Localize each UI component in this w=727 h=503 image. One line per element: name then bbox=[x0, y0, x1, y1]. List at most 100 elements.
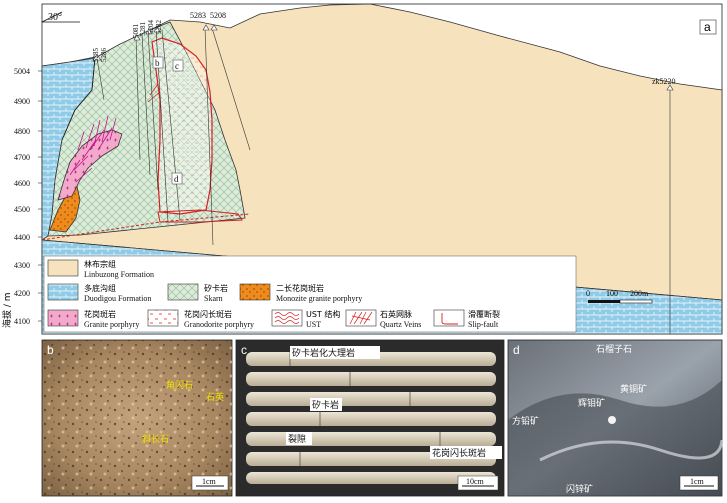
panel-b-scale: 1cm bbox=[202, 477, 217, 486]
drill-collars bbox=[92, 24, 674, 91]
panel-c-label-skarnized-marble: 矽卡岩化大理岩 bbox=[292, 347, 355, 359]
ust-icon bbox=[274, 312, 300, 324]
slip-fault-icon bbox=[441, 313, 458, 325]
panel-d-letter: d bbox=[513, 343, 520, 357]
panel-d-molybdenite-spot bbox=[608, 416, 616, 424]
y-tick-4700: 4700 bbox=[14, 153, 30, 162]
y-axis: 5004 4900 4800 4700 4600 4500 4400 4300 … bbox=[14, 67, 30, 326]
legend-slip-fault-en: Slip-fault bbox=[468, 320, 499, 329]
legend: 林布宗组 Linbuzong Formation 多底沟组 Duodigou F… bbox=[43, 255, 577, 333]
legend-granodiorite-en: Granodorite porphyry bbox=[184, 320, 254, 329]
panel-b-label-hornblende: 角闪石 bbox=[166, 379, 193, 391]
zone-c-box bbox=[172, 59, 184, 72]
legend-ust-cn: UST 结构 bbox=[306, 309, 340, 319]
panel-c-label-box-2 bbox=[310, 398, 342, 411]
legend-swatch-granodiorite bbox=[147, 309, 179, 327]
panel-d-dark-zone bbox=[508, 380, 722, 496]
ust-texture-lines bbox=[147, 83, 161, 103]
panel-d: d 石榴子石 黄铜矿 辉钼矿 方铅矿 闪锌矿 1cm bbox=[507, 339, 724, 497]
drill-holes bbox=[96, 27, 671, 334]
y-tick-4800: 4800 bbox=[14, 127, 30, 136]
legend-skarn-cn: 矽卡岩 bbox=[204, 283, 228, 293]
panel-c-label-fracture: 裂隙 bbox=[288, 433, 306, 445]
legend-granite-porphyry-en: Granite porphyry bbox=[84, 320, 139, 329]
legend-quartz-veins-en: Quartz Veins bbox=[380, 320, 421, 329]
panel-d-label-chalcopyrite: 黄铜矿 bbox=[620, 383, 647, 395]
scale-tick-200: 200m bbox=[630, 289, 649, 298]
panel-c-scale: 10cm bbox=[466, 477, 485, 486]
legend-swatch-slip-fault bbox=[433, 309, 465, 327]
y-axis-ticks bbox=[38, 70, 42, 322]
legend-monzogranite-cn: 二长花岗斑岩 bbox=[276, 283, 324, 293]
drill-label-5283: 5283 bbox=[190, 11, 206, 20]
y-tick-4400: 4400 bbox=[14, 233, 30, 242]
panel-c-label-skarn: 矽卡岩 bbox=[312, 399, 339, 411]
y-tick-4200: 4200 bbox=[14, 289, 30, 298]
panel-d-scale: 1cm bbox=[690, 477, 705, 486]
scale-tick-100: 100 bbox=[606, 289, 618, 298]
legend-skarn-en: Skarn bbox=[204, 294, 223, 303]
panel-b-label-quartz: 石英 bbox=[206, 391, 224, 403]
legend-swatch-duodigou bbox=[47, 283, 79, 301]
y-tick-4100: 4100 bbox=[14, 317, 30, 326]
panel-b-letter: b bbox=[47, 343, 54, 357]
legend-swatch-monzogranite bbox=[239, 283, 271, 301]
legend-linbuzong-cn: 林布宗组 bbox=[84, 259, 116, 269]
legend-swatch-linbuzong bbox=[47, 259, 79, 277]
y-tick-4900: 4900 bbox=[14, 97, 30, 106]
granite-porphyry-body bbox=[57, 129, 123, 201]
zone-label-b: b bbox=[155, 58, 160, 68]
legend-frame bbox=[43, 255, 577, 333]
legend-duodigou-en: Duodigou Formation bbox=[84, 294, 151, 303]
y-tick-4300: 4300 bbox=[14, 261, 30, 270]
drill-label-5286: 5286 bbox=[100, 48, 108, 63]
panel-c-label-box-1 bbox=[290, 346, 380, 359]
panel-d-vein bbox=[539, 439, 724, 462]
panel-a-letter: a bbox=[704, 20, 711, 34]
panel-d-label-sphalerite: 闪锌矿 bbox=[566, 483, 593, 495]
panel-c-label-granodiorite: 花岗闪长斑岩 bbox=[432, 447, 486, 459]
panel-c: c 矽卡岩化大理岩 矽卡岩 裂隙 花岗闪长斑岩 10cm bbox=[235, 339, 505, 497]
y-axis-label: 海拔 / m bbox=[1, 292, 13, 328]
panel-d-label-garnet: 石榴子石 bbox=[596, 343, 632, 355]
scale-tick-0: 0 bbox=[586, 289, 590, 298]
legend-swatch-granite-porphyry bbox=[47, 309, 79, 327]
legend-slip-fault-cn: 滑覆断裂 bbox=[468, 309, 500, 319]
zone-b-box bbox=[152, 56, 164, 69]
drill-label-5282: 5282 bbox=[155, 20, 163, 35]
drill-label-5285: 5285 bbox=[92, 48, 100, 63]
drill-label-5208: 5208 bbox=[210, 11, 226, 20]
y-tick-5004: 5004 bbox=[14, 67, 30, 76]
scale-bar: 0 100 200m bbox=[586, 289, 653, 304]
drill-label-5281: 5281 bbox=[139, 22, 147, 37]
legend-duodigou-cn: 多底沟组 bbox=[84, 283, 116, 293]
quartz-vein-network bbox=[69, 115, 117, 183]
drill-label-5204: 5204 bbox=[147, 20, 155, 35]
legend-granite-porphyry-cn: 花岗斑岩 bbox=[84, 309, 116, 319]
panel-d-label-galena: 方铅矿 bbox=[512, 415, 539, 427]
zone-d-box bbox=[171, 172, 183, 185]
panel-b-texture bbox=[42, 340, 232, 496]
granodiorite-sill bbox=[157, 209, 243, 223]
quartz-veins-icon bbox=[349, 311, 373, 325]
drill-label-zk5220: zk5220 bbox=[652, 77, 676, 86]
panel-b: b 角闪石 石英 斜长石 1cm bbox=[41, 339, 233, 497]
panel-a: 5285 5286 5081 5281 5204 5282 5283 5208 … bbox=[1, 3, 723, 335]
panel-c-letter: c bbox=[241, 343, 247, 357]
zone-label-c: c bbox=[175, 61, 179, 71]
legend-swatch-skarn bbox=[167, 283, 199, 301]
legend-quartz-veins-cn: 石英网脉 bbox=[380, 309, 412, 319]
panel-a-letter-box bbox=[699, 19, 717, 35]
orientation-label: 30° bbox=[48, 12, 62, 23]
legend-granodiorite-cn: 花岗闪长斑岩 bbox=[184, 309, 232, 319]
panel-c-label-box-4 bbox=[430, 446, 502, 459]
orientation-indicator: 30° bbox=[41, 11, 80, 23]
legend-ust-en: UST bbox=[306, 320, 321, 329]
panel-c-label-box-3 bbox=[286, 432, 312, 445]
drill-label-5081: 5081 bbox=[132, 24, 140, 39]
y-tick-4600: 4600 bbox=[14, 179, 30, 188]
legend-monzogranite-en: Monozite granite porphyry bbox=[276, 294, 362, 303]
boundary-line bbox=[61, 57, 96, 141]
panel-d-label-molybdenite: 辉钼矿 bbox=[578, 397, 605, 409]
